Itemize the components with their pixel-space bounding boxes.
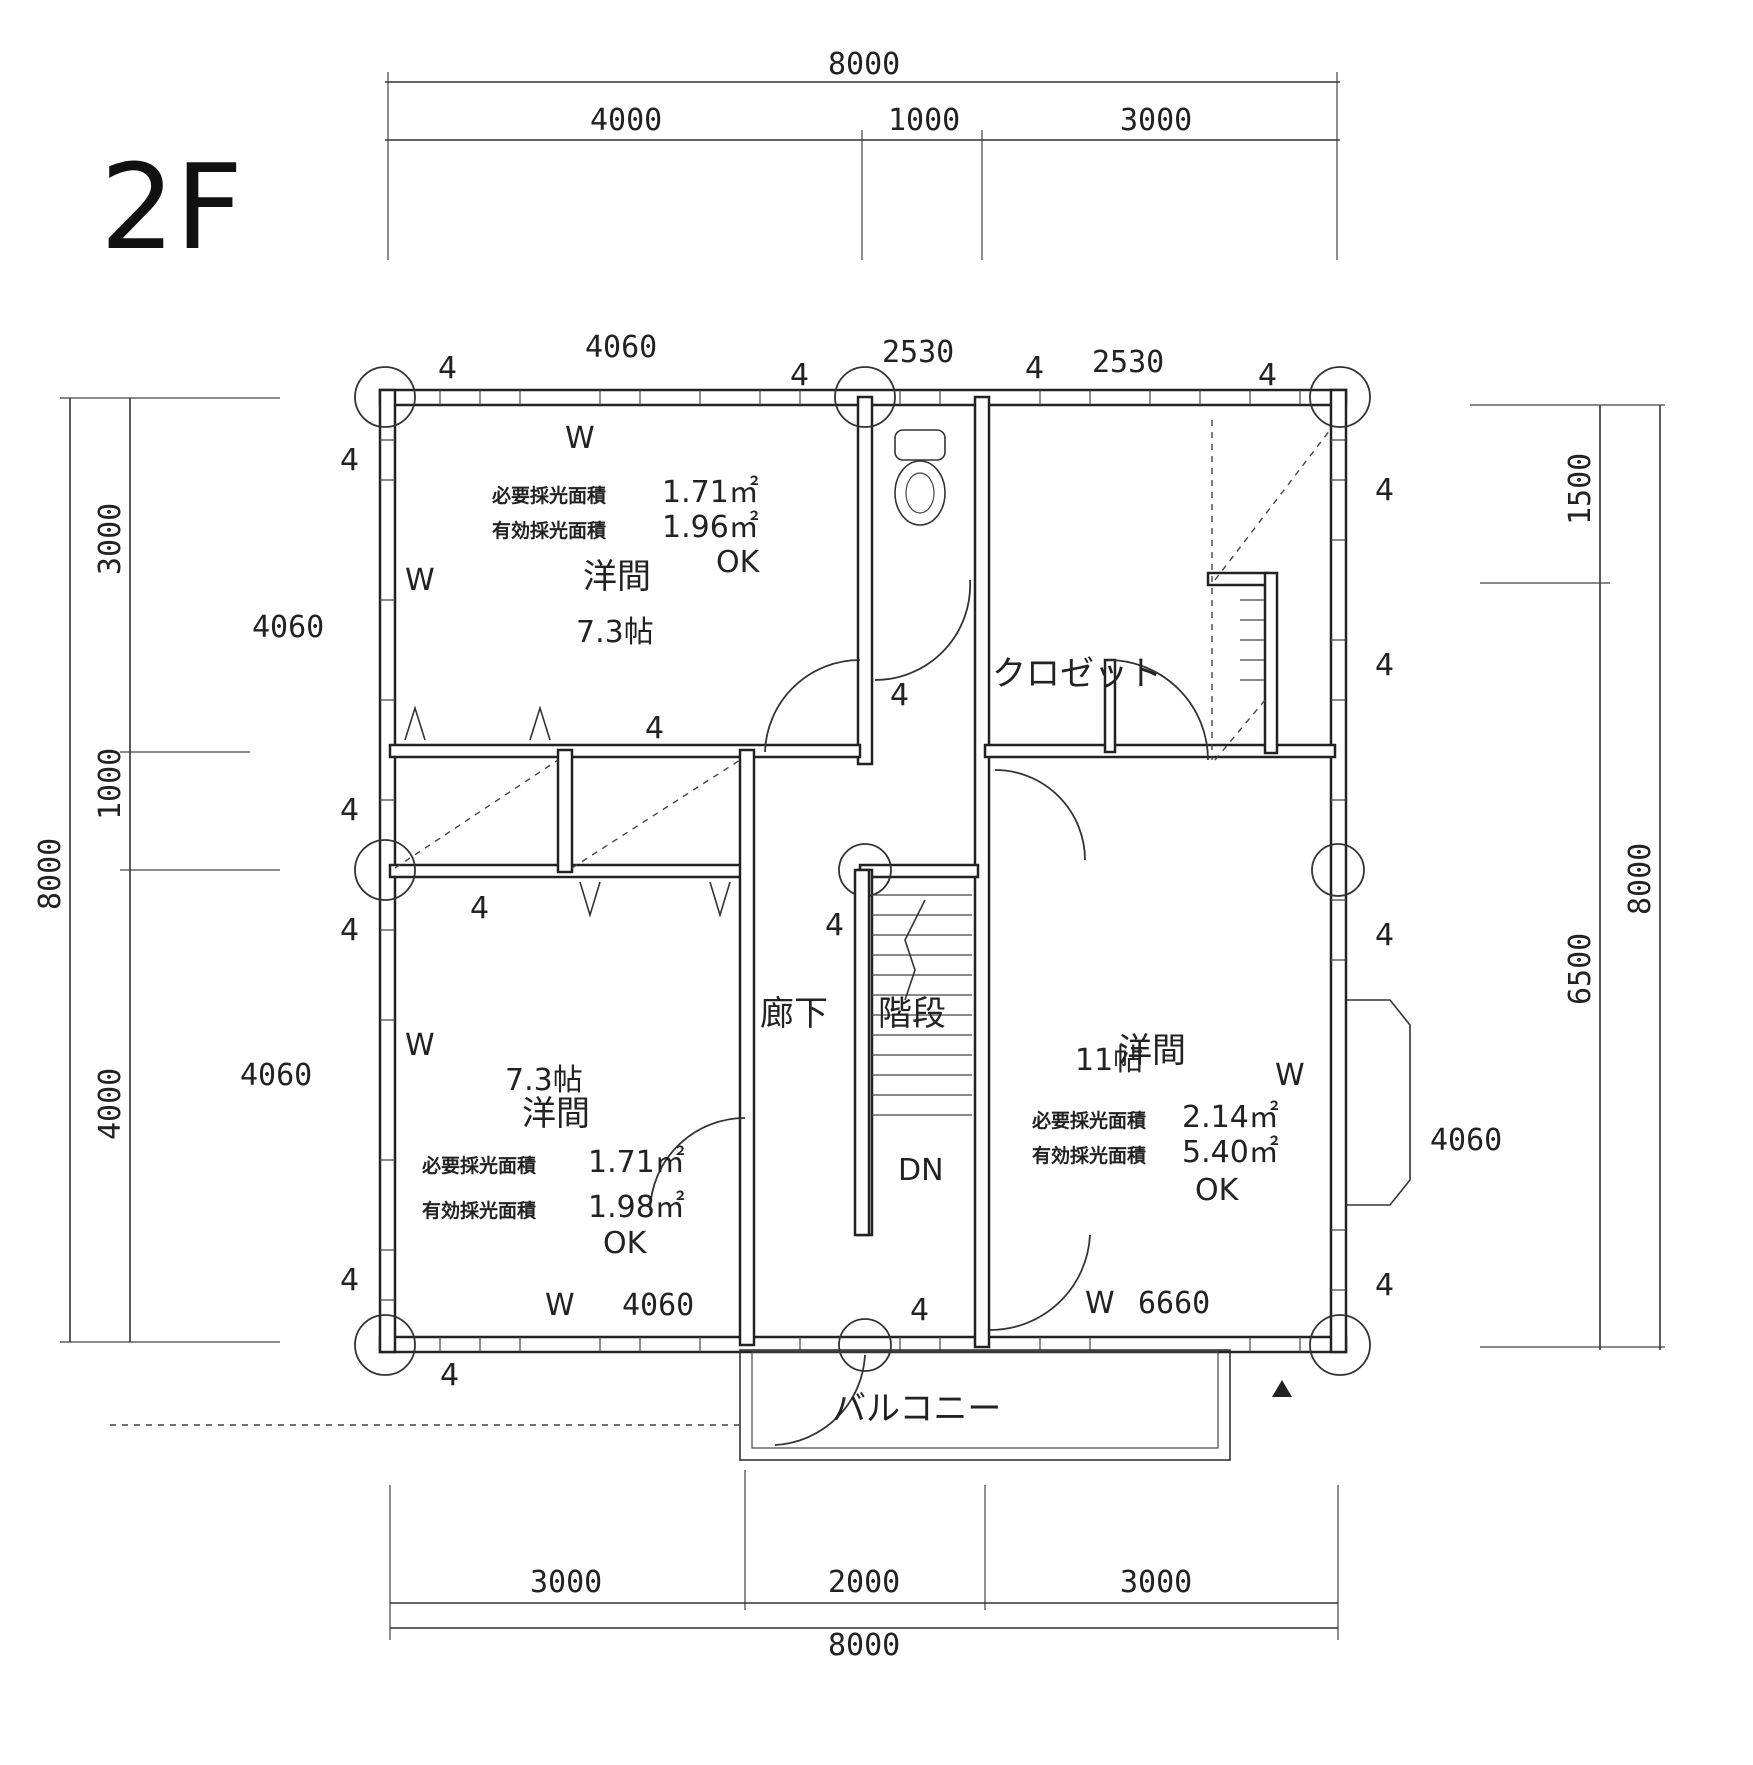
- window-symbol: W: [545, 1288, 575, 1323]
- closet-lines: [1211, 420, 1331, 761]
- bottom-dimension-lines: [389, 1470, 1339, 1640]
- nw-eff-value: 1.96㎡: [662, 510, 759, 545]
- wall-mark: 4: [890, 678, 909, 713]
- e-room-area: 11帖: [1075, 1043, 1143, 1078]
- nw-eff-label: 有効採光面積: [492, 519, 606, 542]
- dim-left-seg-2: 1000: [93, 748, 128, 820]
- wall-mark: 4: [1258, 358, 1277, 393]
- bay-window: [1346, 999, 1411, 1206]
- dim-left-seg-1: 3000: [93, 503, 128, 575]
- wall-mark: 4: [470, 891, 489, 926]
- dim-wall-left-a: 4060: [252, 610, 324, 645]
- e-result: OK: [1195, 1173, 1240, 1208]
- sw-req-label: 必要採光面積: [421, 1154, 536, 1177]
- nw-req-value: 1.71㎡: [662, 475, 759, 510]
- dim-bottom-total: 8000: [828, 1628, 900, 1663]
- door-swings: [649, 579, 1209, 1446]
- dim-top-seg-3: 3000: [1120, 103, 1192, 138]
- window-symbol: W: [405, 1028, 435, 1063]
- hallway-label: 廊下: [760, 994, 828, 1034]
- wall-mark: 4: [1025, 351, 1044, 386]
- wall-mark: 4: [1375, 473, 1394, 508]
- floor-label: 2F: [100, 138, 243, 276]
- e-eff-value: 5.40㎡: [1182, 1135, 1279, 1170]
- top-dimension-lines: [385, 72, 1340, 260]
- nw-room-name: 洋間: [583, 557, 651, 597]
- e-req-label: 必要採光面積: [1031, 1109, 1146, 1132]
- right-dimension-lines: [1470, 404, 1665, 1350]
- dim-bottom-seg-3: 3000: [1120, 1565, 1192, 1600]
- window-symbol: W: [1085, 1286, 1115, 1321]
- dim-left-seg-3: 4000: [93, 1068, 128, 1140]
- down-label: DN: [898, 1153, 944, 1188]
- wall-mark: 4: [910, 1293, 929, 1328]
- wall-hatching: [380, 390, 1346, 1352]
- dim-wall-bottom-a: 4060: [622, 1288, 694, 1323]
- wall-mark: 4: [340, 1263, 359, 1298]
- dim-right-seg-1: 1500: [1563, 453, 1598, 525]
- window-symbol: W: [1275, 1058, 1305, 1093]
- sw-eff-value: 1.98㎡: [588, 1190, 685, 1225]
- dim-wall-top-b: 2530: [882, 335, 954, 370]
- dim-right-total: 8000: [1623, 843, 1658, 915]
- wall-mark: 4: [1375, 918, 1394, 953]
- wall-mark: 4: [440, 1358, 459, 1393]
- dim-bottom-seg-1: 3000: [530, 1565, 602, 1600]
- sw-req-value: 1.71㎡: [588, 1145, 685, 1180]
- sw-result: OK: [603, 1226, 648, 1261]
- e-room-name: 洋間: [1118, 1031, 1186, 1071]
- dim-wall-left-b: 4060: [240, 1058, 312, 1093]
- dim-right-seg-2: 6500: [1563, 933, 1598, 1005]
- nw-result: OK: [716, 545, 761, 580]
- nw-room-area: 7.3帖: [576, 615, 654, 650]
- stairs-label: 階段: [878, 994, 946, 1034]
- dim-wall-right: 4060: [1430, 1123, 1502, 1158]
- sw-room-name: 洋間: [522, 1094, 590, 1134]
- wall-mark: 4: [790, 358, 809, 393]
- nw-req-label: 必要採光面積: [491, 484, 606, 507]
- balcony-outline: [739, 1349, 1231, 1461]
- dim-bottom-seg-2: 2000: [828, 1565, 900, 1600]
- dim-left-total: 8000: [33, 838, 68, 910]
- wall-mark: 4: [438, 351, 457, 386]
- wall-mark: 4: [825, 908, 844, 943]
- opening-marks: [404, 705, 731, 918]
- sw-eff-label: 有効採光面積: [422, 1199, 536, 1222]
- wall-mark: 4: [340, 793, 359, 828]
- wall-mark: 4: [1375, 648, 1394, 683]
- wall-mark: 4: [645, 711, 664, 746]
- wall-mark: 4: [340, 443, 359, 478]
- staircase: [853, 868, 972, 1237]
- dim-wall-top-a: 4060: [585, 330, 657, 365]
- closet-label: クロゼット: [992, 654, 1162, 694]
- dim-top-seg-2: 1000: [888, 103, 960, 138]
- wall-mark: 4: [340, 913, 359, 948]
- wall-mark-group: 4 4 4 4 4 4 4 4 4 4 4 4 4 4 4 4 4 4: [340, 351, 1394, 1393]
- dim-wall-top-c: 2530: [1092, 345, 1164, 380]
- structural-columns: [354, 366, 1371, 1376]
- window-symbol: W: [405, 563, 435, 598]
- dim-top-seg-1: 4000: [590, 103, 662, 138]
- balcony-label: バルコニー: [832, 1389, 1001, 1429]
- dim-top-total: 8000: [828, 47, 900, 82]
- marker-triangle-icon: [1272, 1380, 1292, 1397]
- storage-lines: [394, 759, 741, 869]
- e-eff-label: 有効採光面積: [1032, 1144, 1146, 1167]
- wall-mark: 4: [1375, 1268, 1394, 1303]
- window-symbol: W: [565, 421, 595, 456]
- dim-wall-bottom-b: 6660: [1138, 1286, 1210, 1321]
- e-req-value: 2.14㎡: [1182, 1100, 1279, 1135]
- toilet-icon: [894, 429, 946, 526]
- sw-room-area: 7.3帖: [505, 1063, 583, 1098]
- left-dimension-lines: [60, 397, 280, 1343]
